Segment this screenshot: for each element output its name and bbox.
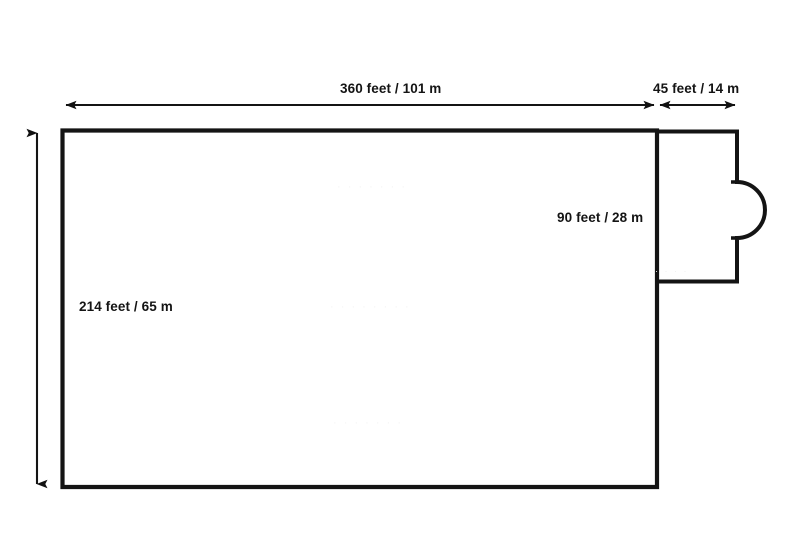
dimension-label-main-width: 360 feet / 101 m: [340, 81, 442, 96]
dimension-label-extension-depth: 90 feet / 28 m: [557, 210, 644, 225]
scan-artifact-row-1: · · · · · · ·: [337, 181, 407, 193]
scan-artifact-row-2: · · · · · · · ·: [330, 301, 411, 313]
main-building-outline: [60, 128, 660, 490]
dimension-label-extension-width: 45 feet / 14 m: [653, 81, 740, 96]
scan-artifact-row-3: · · · · · · ·: [333, 417, 403, 429]
extension-apse-outline: [655, 129, 767, 284]
apse-junction-notches: [731, 180, 739, 240]
dimension-label-main-height: 214 feet / 65 m: [79, 299, 173, 314]
scan-artifact-row-4: · · · ·: [655, 266, 689, 276]
